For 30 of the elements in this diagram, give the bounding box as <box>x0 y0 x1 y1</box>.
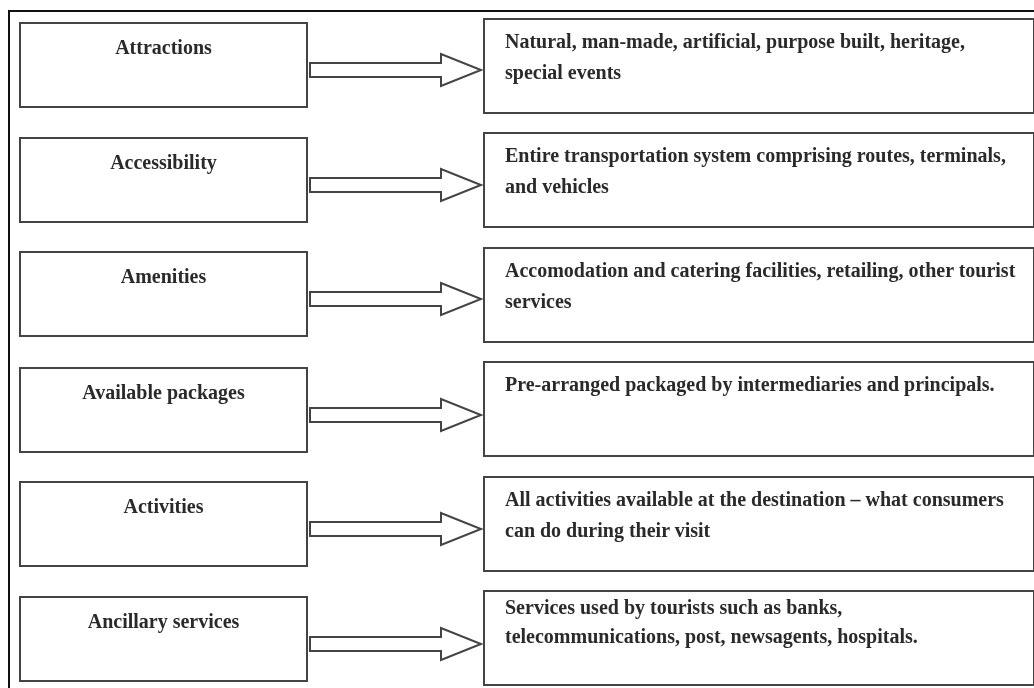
block-arrow <box>309 397 484 433</box>
description-box <box>483 247 1034 343</box>
description-box <box>483 590 1034 686</box>
block-arrow <box>309 167 484 203</box>
category-box <box>19 137 308 223</box>
description-text: Accomodation and catering facilities, retailing, other tourist services <box>504 258 1017 314</box>
block-arrow <box>309 52 484 88</box>
category-box <box>19 596 308 682</box>
category-box <box>19 367 308 453</box>
block-arrow <box>309 281 484 317</box>
description-box <box>483 132 1034 228</box>
description-box <box>483 18 1034 114</box>
category-box <box>19 251 308 337</box>
block-arrow <box>309 626 484 662</box>
block-arrow <box>309 511 484 547</box>
category-label: Available packages <box>81 380 246 404</box>
description-text: Entire transportation system comprising routes, terminals, and vehicles <box>504 143 1007 199</box>
category-label: Attractions <box>114 35 213 59</box>
category-label: Ancillary services <box>86 609 241 633</box>
description-text: All activities available at the destination – what consumers can do during their visit <box>504 487 1005 544</box>
description-box <box>483 476 1034 572</box>
category-box <box>19 22 308 108</box>
category-label: Amenities <box>119 264 208 288</box>
category-label: Activities <box>122 494 205 518</box>
description-box <box>483 361 1034 457</box>
category-label: Accessibility <box>109 150 218 174</box>
description-text: Services used by tourists such as banks, telecommunications, post, newsagents, hospitals. <box>504 595 919 650</box>
description-text: Pre-arranged packaged by intermediaries and principals. <box>504 372 996 398</box>
description-text: Natural, man-made, artificial, purpose built, heritage, special events <box>504 29 966 86</box>
category-box <box>19 481 308 567</box>
